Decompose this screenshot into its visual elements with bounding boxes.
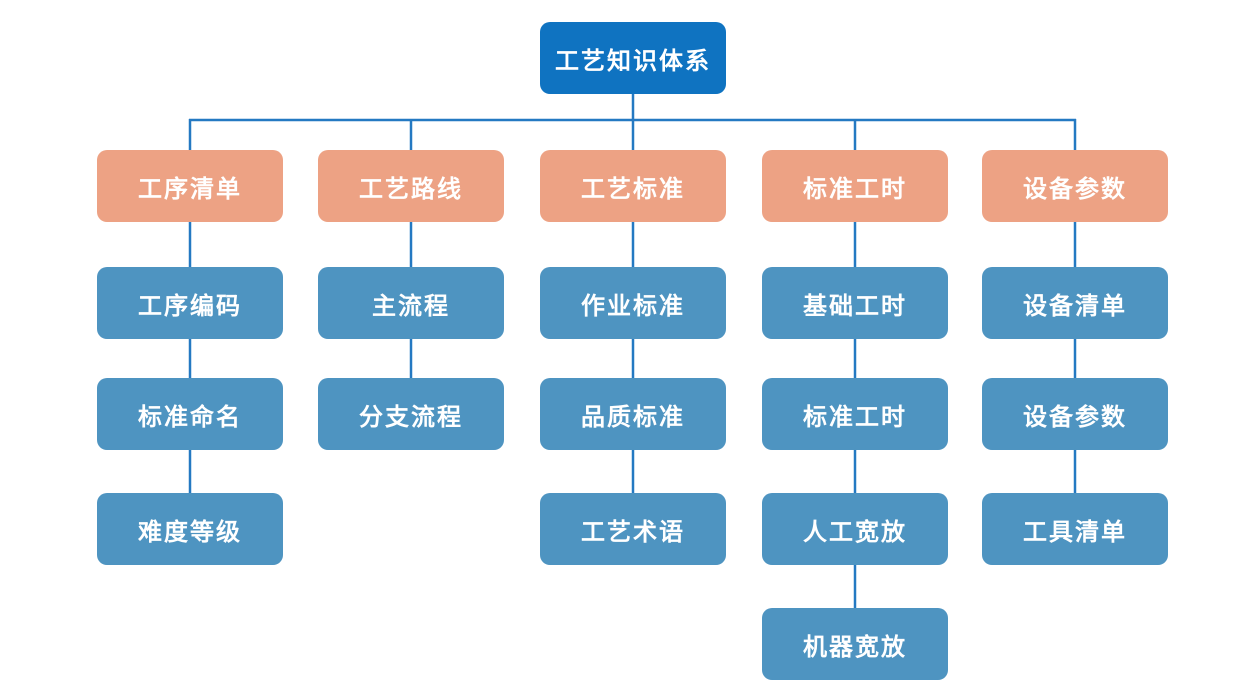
node-process-route: 工艺路线 (318, 150, 504, 222)
node-equipment-list: 设备清单 (982, 267, 1168, 339)
node-standard-naming: 标准命名 (97, 378, 283, 450)
node-equipment-parameter-detail: 设备参数 (982, 378, 1168, 450)
node-equipment-parameters: 设备参数 (982, 150, 1168, 222)
node-process-knowledge-system: 工艺知识体系 (540, 22, 726, 94)
node-quality-standard: 品质标准 (540, 378, 726, 450)
node-basic-hours: 基础工时 (762, 267, 948, 339)
node-operation-list: 工序清单 (97, 150, 283, 222)
node-tool-list: 工具清单 (982, 493, 1168, 565)
node-branch-flow: 分支流程 (318, 378, 504, 450)
node-machine-allowance: 机器宽放 (762, 608, 948, 680)
node-labor-allowance: 人工宽放 (762, 493, 948, 565)
node-main-flow: 主流程 (318, 267, 504, 339)
node-difficulty-level: 难度等级 (97, 493, 283, 565)
node-operation-code: 工序编码 (97, 267, 283, 339)
node-standard-hours-detail: 标准工时 (762, 378, 948, 450)
node-process-standard: 工艺标准 (540, 150, 726, 222)
node-operation-standard: 作业标准 (540, 267, 726, 339)
node-process-terms: 工艺术语 (540, 493, 726, 565)
node-standard-hours: 标准工时 (762, 150, 948, 222)
